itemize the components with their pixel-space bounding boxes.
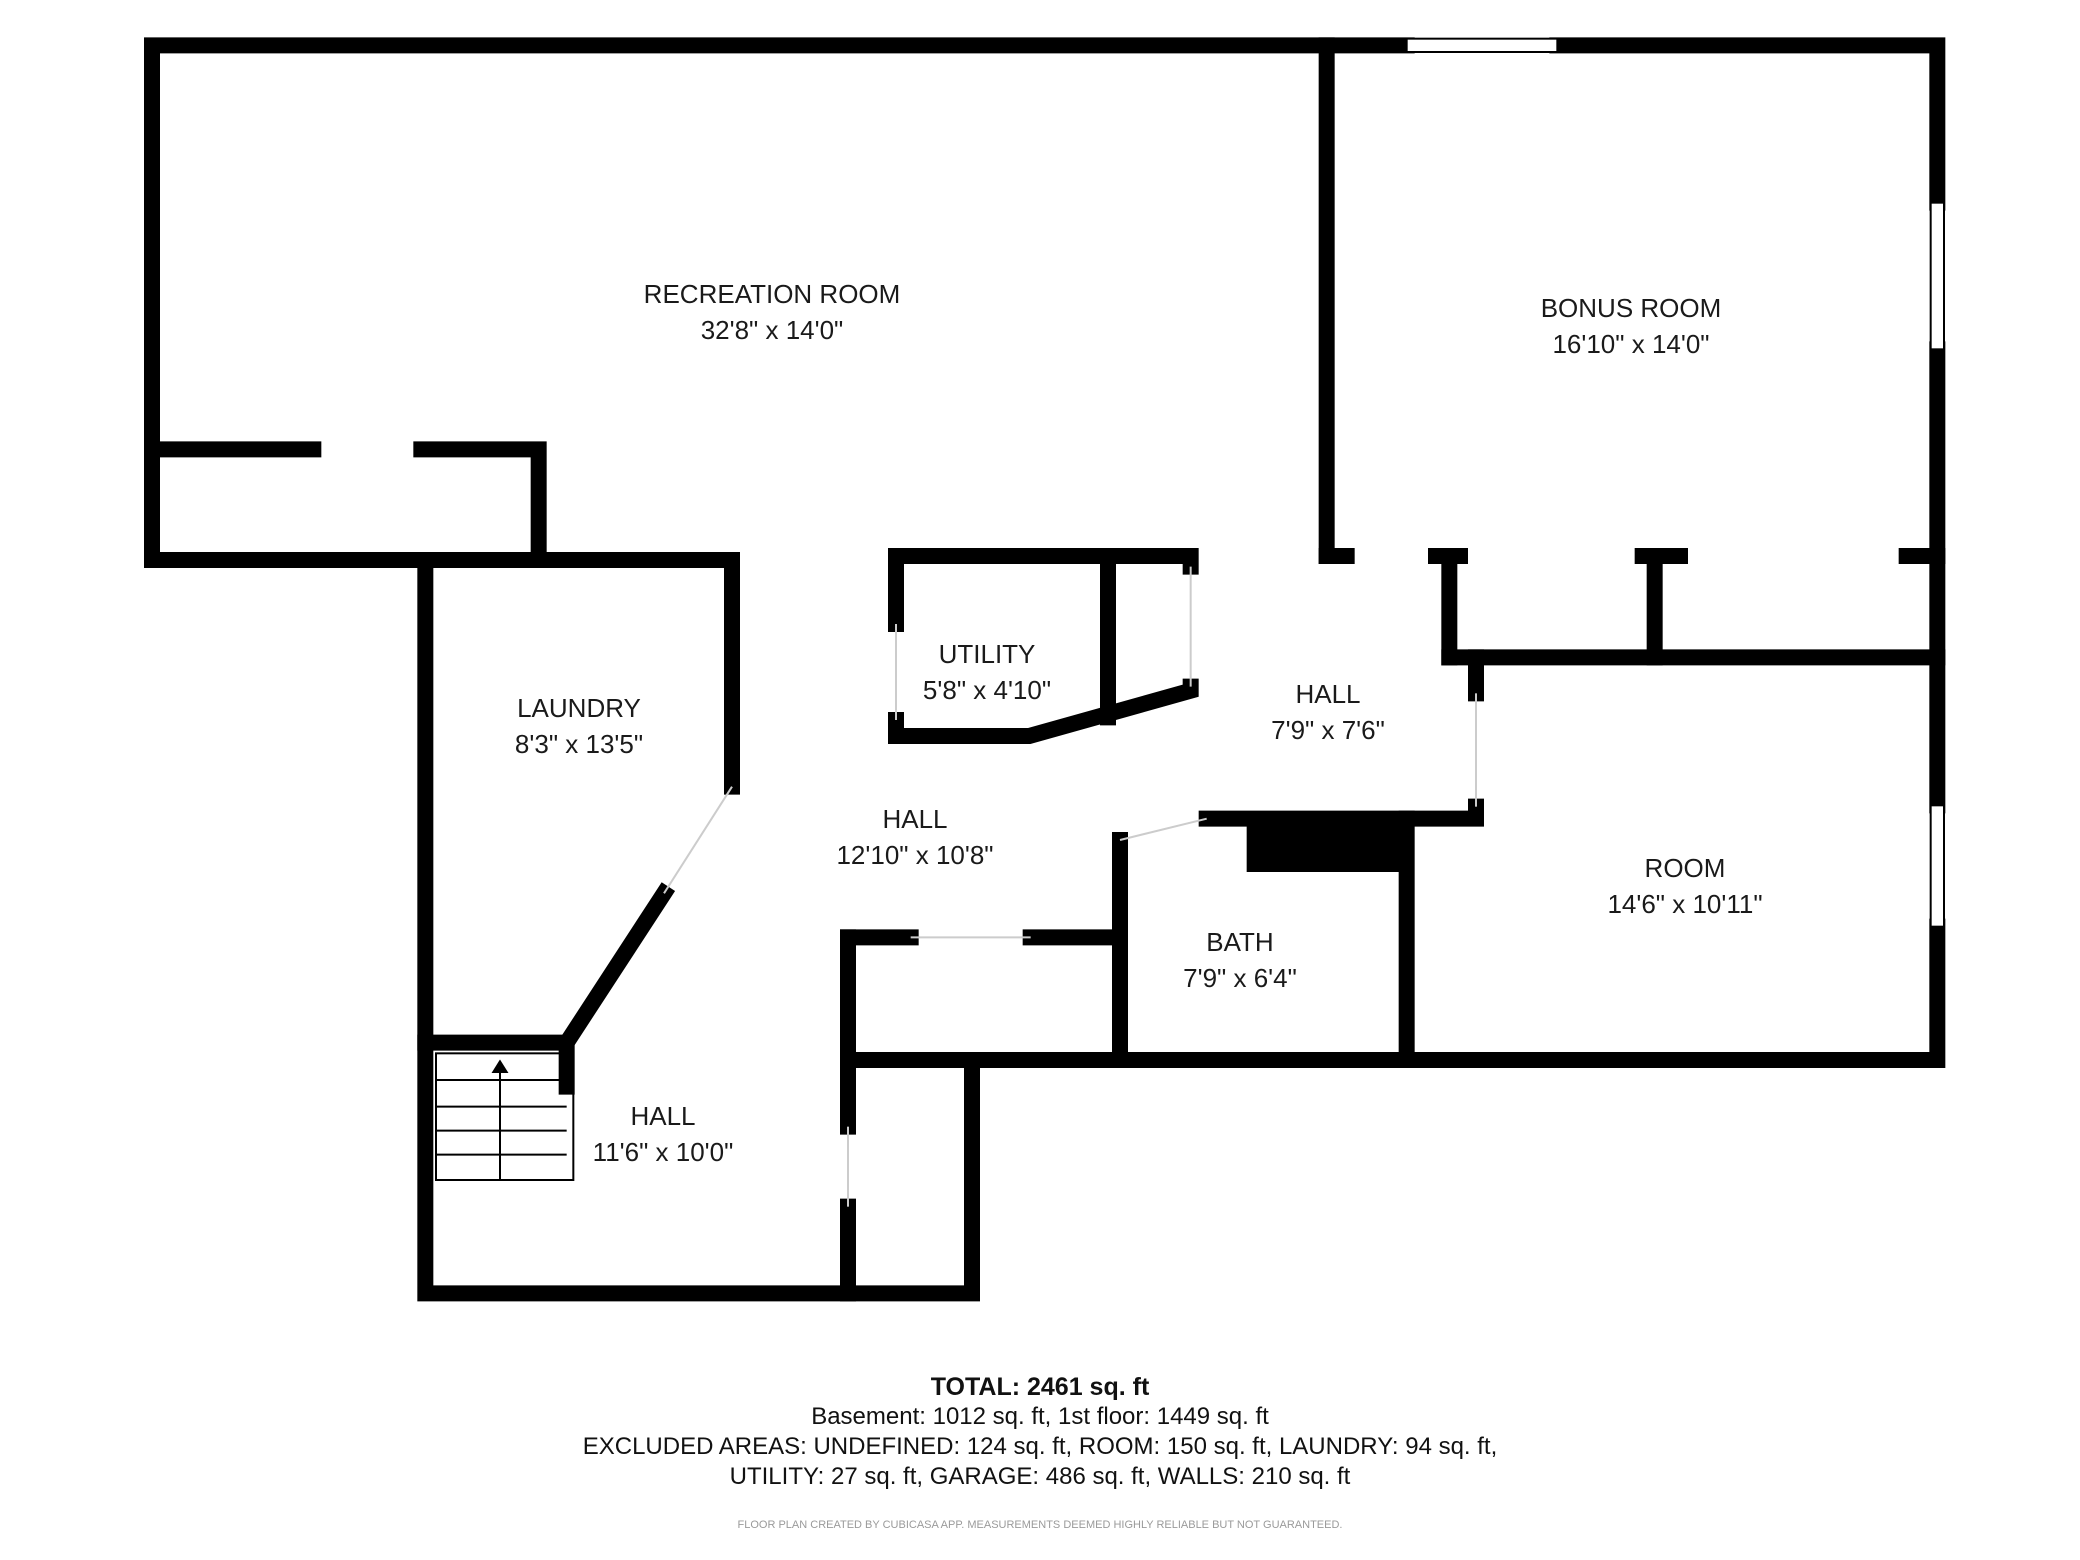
window	[1929, 201, 1945, 351]
outer-wall-top-right	[1549, 37, 1946, 211]
rec-closet-wall-2	[413, 441, 547, 568]
stairs	[435, 1052, 575, 1181]
laundry-diagonal-wall	[555, 882, 676, 1054]
chimney-block	[1246, 818, 1411, 872]
window	[1929, 804, 1945, 928]
laundry-left-wall	[417, 552, 980, 1302]
walls	[144, 37, 1946, 1302]
outer-wall-top-left	[144, 37, 1415, 568]
excluded-areas: EXCLUDED AREAS: UNDEFINED: 124 sq. ft, R…	[582, 1433, 1498, 1460]
door-openings	[663, 566, 1477, 1207]
credit-note: FLOOR PLAN CREATED BY CUBICASA APP. MEAS…	[737, 1519, 1343, 1531]
utility-wall	[888, 548, 1199, 632]
bath-top-wall	[1198, 798, 1484, 827]
outer-wall-right-bottom	[840, 918, 1946, 1068]
area-summary: TOTAL: 2461 sq. ft Basement: 1012 sq. ft…	[0, 1372, 2080, 1540]
windows	[1405, 37, 1945, 928]
excluded-areas-cont: UTILITY: 27 sq. ft, GARAGE: 486 sq. ft, …	[729, 1463, 1351, 1490]
floor-areas: Basement: 1012 sq. ft, 1st floor: 1449 s…	[811, 1403, 1269, 1430]
total-area: TOTAL: 2461 sq. ft	[930, 1373, 1150, 1401]
stair-arrow-icon	[491, 1059, 509, 1073]
stair-wall	[417, 1034, 575, 1095]
window	[1405, 37, 1559, 53]
utility-wall	[888, 678, 1199, 744]
